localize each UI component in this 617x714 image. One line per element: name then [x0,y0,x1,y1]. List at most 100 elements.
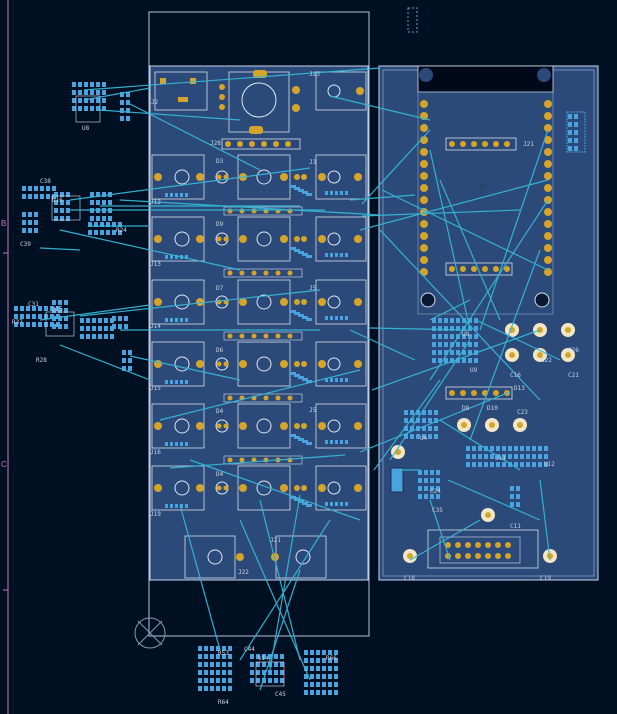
smd-pad [185,318,188,322]
ref-label: R28 [36,357,47,364]
mounting-hole-icon[interactable] [134,617,166,649]
tht-pad [354,360,362,368]
ref-label: C19 [540,575,551,582]
smd-pad [322,682,326,687]
smd-pad [502,462,506,467]
smd-pad [328,658,332,663]
smd-pad [335,253,338,257]
tht-pad [239,360,247,368]
reference-labels: J2 J28 J21 J22 J12 J13 J14 J15 J16 J19 D… [12,71,579,706]
smd-pad [170,255,173,259]
ratsnest-line [439,179,501,321]
smd-pad [416,434,420,439]
ratsnest-line [329,95,431,121]
ratsnest-line [469,249,541,441]
smd-pad [484,454,488,459]
smd-pad [210,662,214,667]
tht-pad [471,141,477,147]
tht-pad [227,457,233,463]
smd-pad [52,186,56,191]
smd-pad [106,222,110,227]
smd-pad [34,186,38,191]
tht-pad [263,208,269,214]
ref-label: J21 [270,537,281,544]
smd-pad [280,662,284,667]
smd-pad [54,192,58,197]
smd-pad [60,216,64,221]
smd-pad [310,674,314,679]
smd-pad [456,326,460,331]
smd-pad [90,192,94,197]
smd-pad [126,92,130,97]
tht-pad [223,174,229,180]
smd-pad [316,682,320,687]
smd-pad [484,462,488,467]
smd-pad [210,686,214,691]
smd-pad [304,650,308,655]
ref-label: C38 [40,178,51,185]
tht-pad [223,423,229,429]
ref-label: U7 [480,184,488,191]
tht-pad [318,235,326,243]
tht-pad [287,333,293,339]
smd-pad [274,670,278,675]
smd-pad [472,462,476,467]
smd-pad [90,82,94,87]
smd-pad [450,350,454,355]
smd-pad [568,138,572,143]
smd-pad [474,342,478,347]
smd-pad [66,208,70,213]
ratsnest-line [409,519,481,561]
smd-pad [544,446,548,451]
smd-pad [335,502,338,506]
smd-pad [340,316,343,320]
smd-pad [102,82,106,87]
ref-label: D13 [514,385,525,392]
right-board[interactable] [378,65,599,581]
smd-pad [436,494,440,499]
smd-pad [170,193,173,197]
ratsnest-line [259,569,301,691]
smd-pad [34,220,38,225]
smd-pad [46,186,50,191]
ratsnest-line [379,229,541,401]
smd-pad [96,200,100,205]
tht-pad [544,208,552,216]
tht-pad [544,172,552,180]
tht-pad [544,232,552,240]
smd-pad [325,378,328,382]
tht-pad [154,422,162,430]
left-board[interactable] [149,65,369,581]
tht-pad [482,266,488,272]
ref-label: D4 [216,471,224,478]
ratsnest-line [259,499,301,661]
smd-pad [508,454,512,459]
smd-pad [96,106,100,111]
tht-pad [275,270,281,276]
smd-pad [102,106,106,111]
ref-label: D6 [216,347,224,354]
smd-pad [422,426,426,431]
ref-label: J22 [238,569,249,576]
smd-pad [90,90,94,95]
smd-pad [20,322,24,327]
ratsnest-line [361,209,521,217]
smd-pad [290,247,296,250]
smd-pad [198,646,202,651]
relay-coil [256,418,272,434]
smd-pad [294,498,300,501]
tht-pad [294,174,300,180]
relay-coil [256,356,272,372]
tht-pad [196,298,204,306]
ratsnest-line [189,459,361,521]
smd-pad [298,376,304,379]
smd-pad [510,486,514,491]
smd-pad [514,454,518,459]
smd-pad [450,358,454,363]
smd-pad [165,442,168,446]
tht-pad [251,270,257,276]
smd-pad [322,658,326,663]
smd-pad [444,326,448,331]
smd-pad [22,212,26,217]
